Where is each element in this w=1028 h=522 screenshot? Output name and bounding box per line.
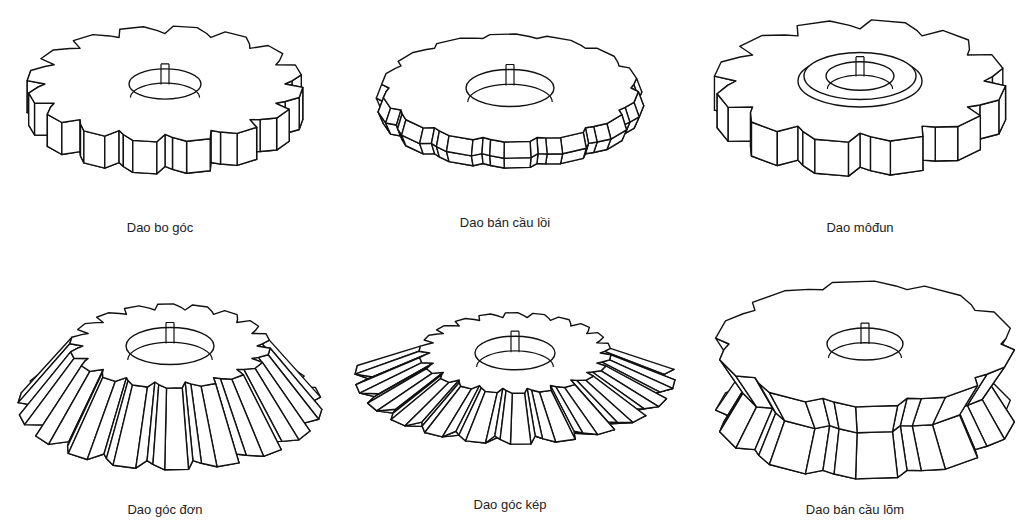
tool-caption: Dao môđun (826, 220, 893, 236)
tooth-face (798, 126, 803, 165)
tool-caption: Dao góc đơn (127, 502, 202, 518)
tooth-face (860, 133, 870, 171)
bore-hole (126, 328, 214, 365)
tooth-face (856, 405, 898, 432)
tooth-face (84, 131, 105, 168)
bore-hole (826, 62, 894, 91)
tooth-face (856, 432, 898, 479)
bore-wall (829, 343, 902, 358)
cutter-top-face (716, 281, 1015, 407)
tooth-face (221, 132, 238, 165)
tooth-face (105, 131, 119, 169)
milling-cutter (716, 281, 1015, 479)
milling-cutter (355, 313, 675, 444)
tooth-face (211, 131, 221, 165)
keyway (166, 323, 174, 344)
tooth-face (890, 136, 923, 175)
bore-hole (466, 70, 554, 107)
tool-caption: Dao bán cầu lõm (806, 502, 904, 518)
cutter-top-face (27, 26, 303, 142)
milling-cutter (18, 304, 322, 470)
tooth-face (133, 140, 157, 174)
milling-cutter (376, 34, 643, 168)
keyway (856, 57, 864, 77)
bore-hole (475, 336, 555, 370)
tooth-face (153, 385, 167, 470)
tooth-face (504, 158, 531, 168)
tooth-face (165, 388, 189, 470)
tool-caption: Dao bán cầu lồi (460, 215, 550, 231)
tooth-face (546, 138, 563, 154)
tooth-face (922, 126, 935, 161)
keyway (506, 65, 514, 86)
tooth-face (834, 429, 857, 479)
keyway (511, 331, 519, 352)
tooth-face (62, 120, 80, 155)
milling-cutter (27, 26, 303, 174)
bore-wall (130, 83, 199, 98)
keyway (161, 64, 169, 85)
bore-wall (827, 75, 892, 89)
tooth-face (165, 134, 172, 169)
hub-ring (804, 52, 916, 99)
cutter-top-face (70, 304, 270, 388)
tooth-face (260, 118, 277, 151)
tooth-face (728, 107, 752, 141)
cutter-top-face (419, 313, 611, 394)
tooth-face (172, 137, 186, 173)
bore-hole (129, 69, 201, 99)
milling-cutter (714, 20, 1005, 176)
tooth-face (546, 154, 563, 164)
bore-hole (827, 328, 903, 360)
tooth-face (870, 137, 890, 175)
tooth-face (504, 141, 531, 158)
tool-caption: Dao bo góc (127, 220, 194, 236)
bore-wall (128, 342, 212, 360)
cutter-top-face (382, 34, 639, 142)
bore-wall (477, 351, 554, 367)
tooth-face (980, 100, 999, 139)
tooth-face (510, 393, 531, 444)
tooth-face (935, 127, 957, 161)
tool-caption: Dao góc kép (474, 497, 547, 513)
cutter-top-face (714, 20, 1005, 142)
tooth-face (815, 139, 849, 176)
tooth-face (500, 390, 512, 444)
keyway (861, 323, 869, 344)
tooth-face (777, 126, 798, 165)
tooth-face (187, 139, 211, 173)
bore-wall (468, 84, 552, 102)
